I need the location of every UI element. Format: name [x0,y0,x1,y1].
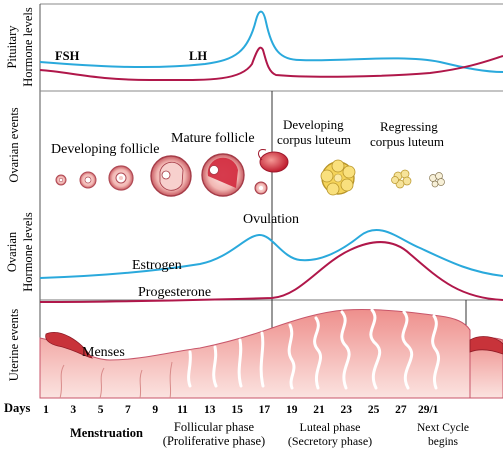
ovulation-label: Ovulation [243,212,299,227]
uterine-events-axis-label: Uterine events [7,309,21,382]
day-tick-15: 15 [231,404,243,416]
follicle-stage-5-mature [201,153,245,197]
day-tick-9: 9 [152,404,158,416]
developing-corpus-label-1: Developing [283,117,344,132]
day-tick-7: 7 [125,404,131,416]
day-tick-27: 27 [395,404,407,416]
developing-corpus-label-2: corpus luteum [277,132,351,147]
pituitary-axis-label-2: Hormone levels [21,7,35,87]
lh-label: LH [189,49,207,63]
day-tick-19: 19 [286,404,298,416]
day-tick-21: 21 [313,404,325,416]
follicular-phase-label-2: (Proliferative phase) [163,434,265,448]
day-tick-5: 5 [98,404,104,416]
follicle-stage-1 [55,174,67,186]
fsh-curve [39,10,503,73]
luteal-phase-label-2: (Secretory phase) [288,434,372,448]
uterine-lining [39,308,503,399]
lh-curve [39,46,503,82]
day-tick-23: 23 [341,404,353,416]
developing-corpus-luteum [320,159,356,196]
ovarian-hormone-axis-label-2: Hormone levels [21,212,35,292]
regressing-corpus-luteum-2 [429,172,445,188]
menses-label: Menses [82,345,125,360]
progesterone-label: Progesterone [138,285,211,300]
follicular-phase-label-1: Follicular phase [174,420,255,434]
estrogen-label: Estrogen [132,258,182,273]
menstruation-label: Menstruation [70,426,143,440]
day-tick-1: 1 [43,404,49,416]
day-tick-3: 3 [70,404,76,416]
luteal-phase-label-1: Luteal phase [300,420,361,434]
follicle-stage-4 [150,155,192,197]
follicle-stage-3 [108,165,134,191]
day-tick-17: 17 [259,404,271,416]
progesterone-curve [39,241,503,303]
day-tick-25: 25 [368,404,380,416]
developing-follicle-label: Developing follicle [51,142,159,157]
ovarian-events-axis-label: Ovarian events [7,107,21,182]
day-tick-29-1: 29/1 [418,404,439,416]
fsh-label: FSH [55,49,80,63]
day-tick-13: 13 [204,404,216,416]
ovarian-hormone-axis-label-1: Ovarian [5,231,19,272]
next-cycle-label-2: begins [428,436,459,448]
regressing-corpus-luteum-1 [391,169,412,189]
estrogen-curve [39,229,503,279]
pituitary-axis-label-1: Pituitary [5,25,19,69]
mature-follicle-label: Mature follicle [171,131,255,146]
regressing-corpus-label-1: Regressing [380,119,438,134]
ovulating-follicle [254,149,289,195]
follicle-stage-2 [79,171,97,189]
day-tick-11: 11 [177,404,188,416]
next-cycle-label-1: Next Cycle [417,422,469,434]
days-label: Days [4,401,31,415]
regressing-corpus-label-2: corpus luteum [370,134,444,149]
